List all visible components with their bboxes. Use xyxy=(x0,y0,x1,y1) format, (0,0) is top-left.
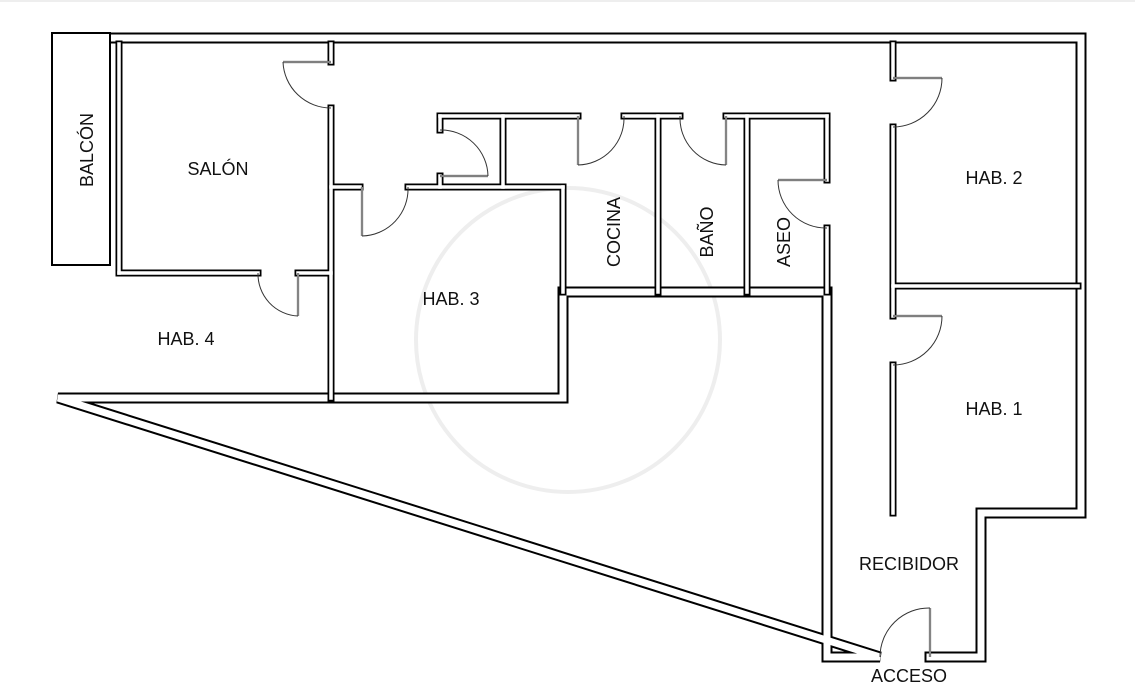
door-cocina-swing xyxy=(577,115,625,166)
room-label-hab2: HAB. 2 xyxy=(965,168,1022,188)
door-hab4-swing xyxy=(257,272,299,317)
doors xyxy=(257,60,943,658)
room-label-hab3: HAB. 3 xyxy=(422,289,479,309)
room-label-hab1: HAB. 1 xyxy=(965,399,1022,419)
room-label-recibidor: RECIBIDOR xyxy=(859,554,959,574)
room-label-cocina: COCINA xyxy=(604,197,624,267)
room-label-aseo: ASEO xyxy=(774,217,794,267)
room-label-balcon: BALCÓN xyxy=(76,113,97,187)
door-aseo-swing xyxy=(777,179,828,229)
door-hab2-swing xyxy=(892,77,943,128)
door-hab3-swing xyxy=(361,186,409,237)
door-bano-swing xyxy=(679,115,727,166)
room-label-hab4: HAB. 4 xyxy=(157,329,214,349)
balcony-outline xyxy=(51,32,111,266)
door-acceso-swing xyxy=(879,607,931,658)
entrance-label: ACCESO xyxy=(871,666,947,686)
room-label-bano: BAÑO xyxy=(696,206,717,257)
walls xyxy=(52,32,1087,663)
room-label-salon: SALÓN xyxy=(187,158,248,179)
door-closet-swing xyxy=(439,129,489,177)
door-salon-swing xyxy=(282,61,332,109)
door-hab1-swing xyxy=(892,315,943,366)
watermark-logo xyxy=(414,186,722,494)
